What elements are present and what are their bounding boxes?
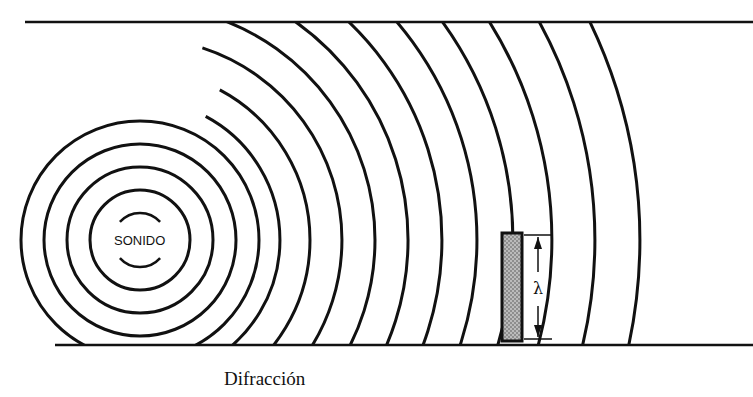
wave-front <box>244 23 477 344</box>
floor-line <box>55 344 753 347</box>
wave-fronts <box>21 23 640 344</box>
wave-front <box>267 23 552 344</box>
wave-front <box>233 23 442 344</box>
wave-front <box>295 23 640 344</box>
wave-front <box>44 144 236 336</box>
obstacle <box>502 233 522 341</box>
wave-front <box>223 23 408 344</box>
dimension-tick <box>524 234 552 236</box>
source-label: SONIDO <box>112 233 167 248</box>
wave-front <box>90 190 190 290</box>
wave-front <box>206 116 280 344</box>
wall-line <box>25 21 753 24</box>
wave-front <box>220 90 310 344</box>
wave-front <box>281 23 595 344</box>
figure-caption: Difracción <box>224 369 305 388</box>
wave-front <box>255 23 513 344</box>
wave-front <box>120 213 160 222</box>
wave-front <box>21 121 259 344</box>
wave-front <box>120 258 160 267</box>
dimension-arrow <box>534 325 542 337</box>
wave-front <box>67 167 213 313</box>
dimension-arrow <box>534 237 542 249</box>
wave-front <box>213 23 375 344</box>
wavelength-label: λ <box>532 279 544 299</box>
dimension-tick <box>524 338 552 340</box>
